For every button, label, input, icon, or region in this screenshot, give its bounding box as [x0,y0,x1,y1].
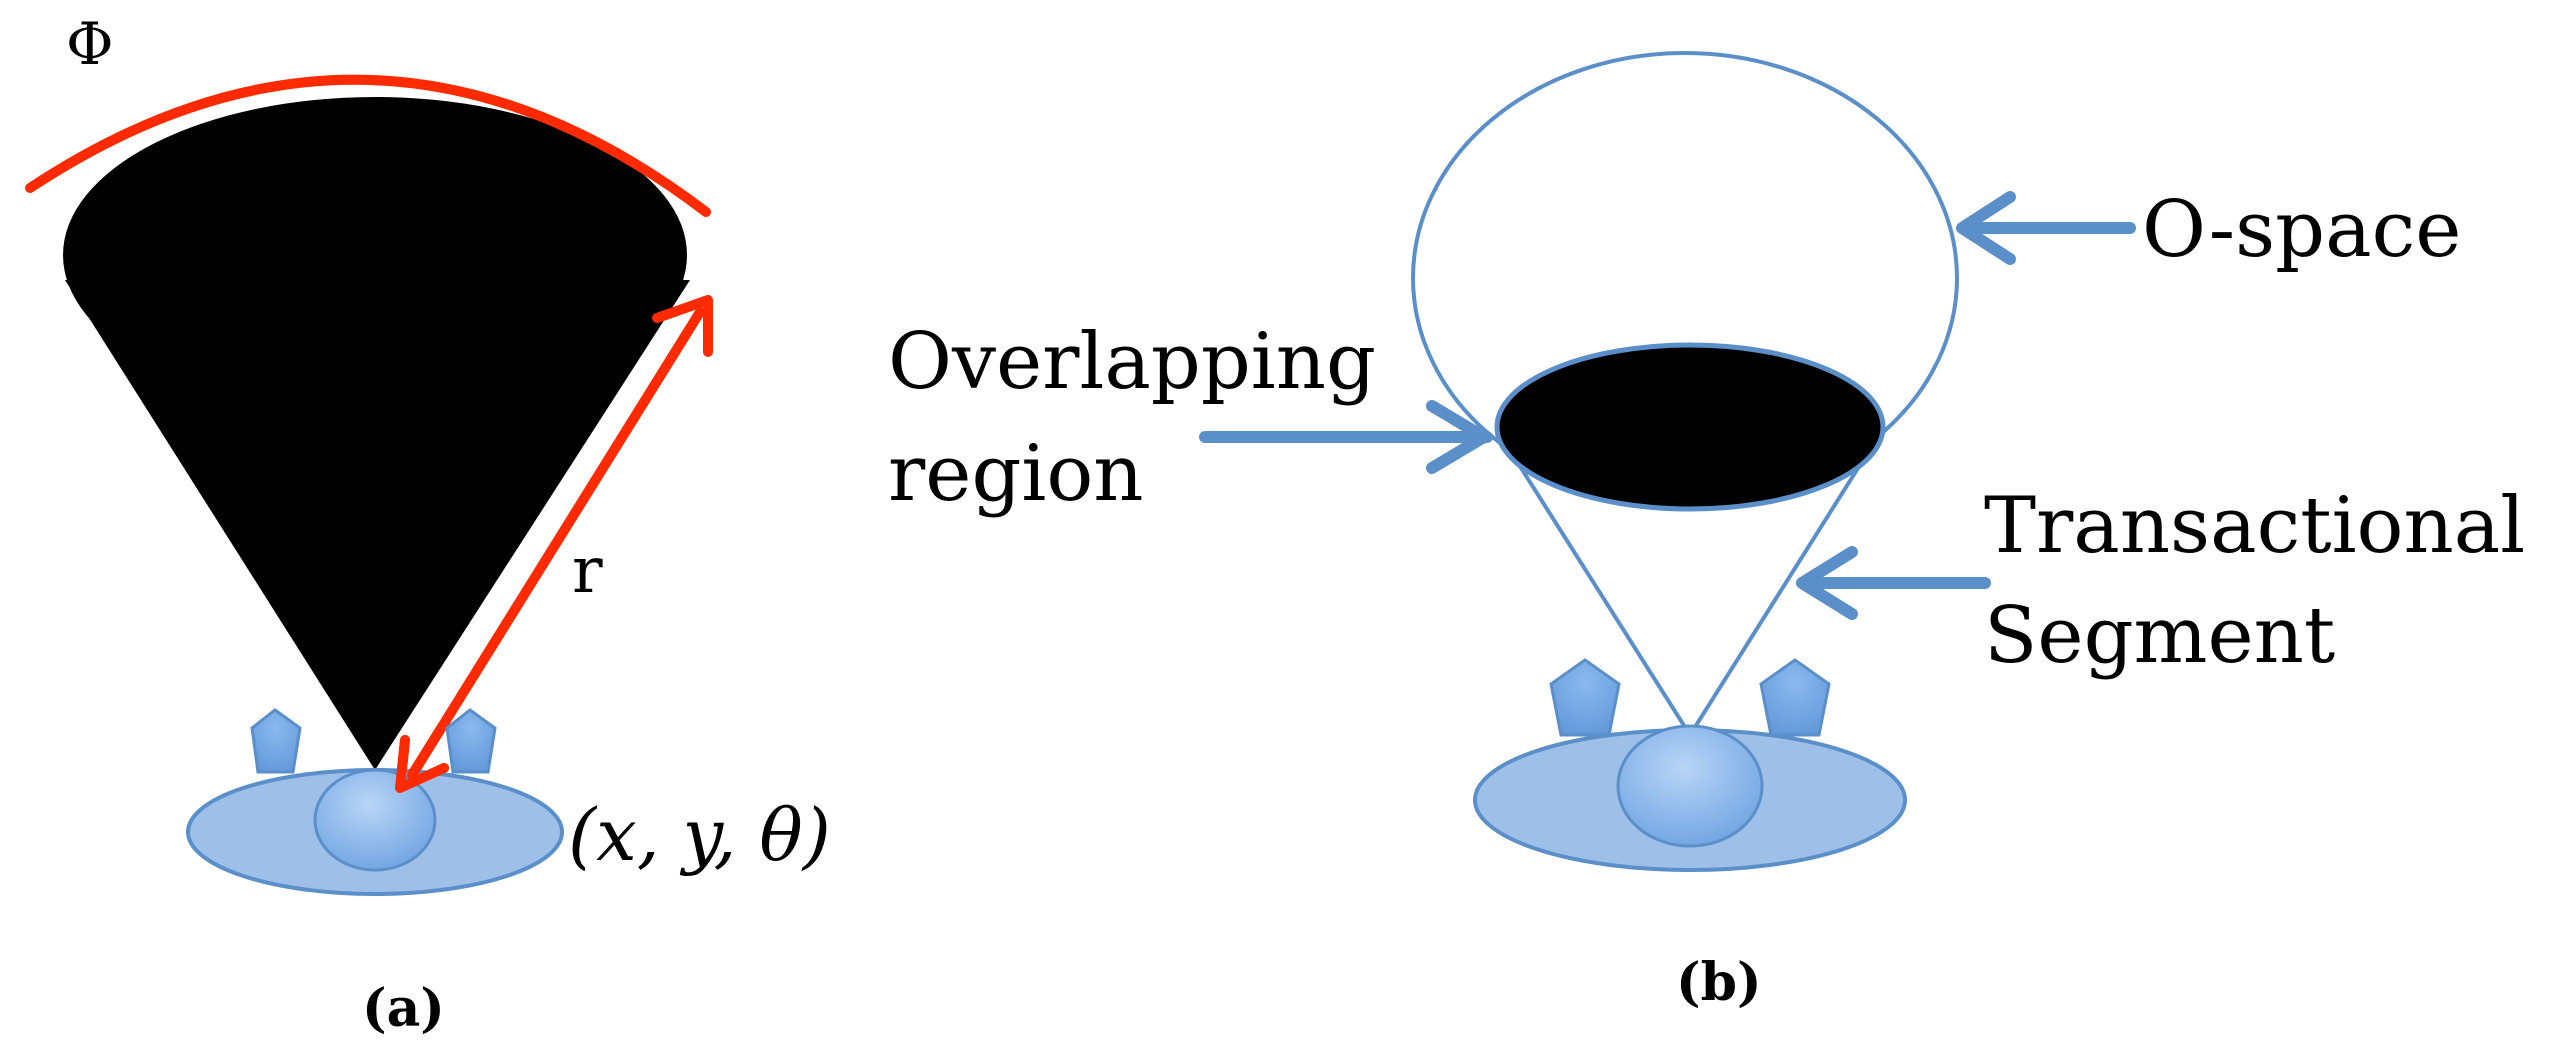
head-circle-b [1616,724,1764,848]
caption-b: (b) [1676,952,1762,1013]
transactional-label-line2: Segment [1984,591,2335,681]
panel-b: O-space Overlapping region Transactional… [888,51,2525,1013]
view-cone-cap [63,97,687,413]
overlap-label-line2: region [888,429,1144,519]
view-cone [65,280,690,770]
segment-right-edge [1688,428,1884,737]
overlap-label-line1: Overlapping [888,317,1376,407]
overlap-arrow [1199,400,1493,474]
panel-a: Φ r (x, y, θ) (a) [25,10,831,1039]
r-label: r [572,534,603,608]
shoulder-right-icon [445,708,497,774]
transactional-label-line1: Transactional [1984,481,2525,571]
head-circle [313,768,437,872]
fov-arc [25,74,711,217]
caption-a: (a) [362,978,445,1039]
o-space-arrow [1956,191,2136,265]
shoulder-right-icon-b [1759,658,1831,737]
overlap-region [1494,342,1886,512]
segment-left-edge [1495,428,1692,737]
person-figure-b [1473,658,1907,872]
transactional-arrow [1796,546,1991,620]
shoulder-left-icon-b [1549,658,1621,737]
o-space-label: O-space [2142,185,2461,275]
phi-label: Φ [66,10,114,78]
person-figure [186,708,564,896]
pose-label: (x, y, θ) [568,793,831,877]
shoulder-left-icon [250,708,302,774]
